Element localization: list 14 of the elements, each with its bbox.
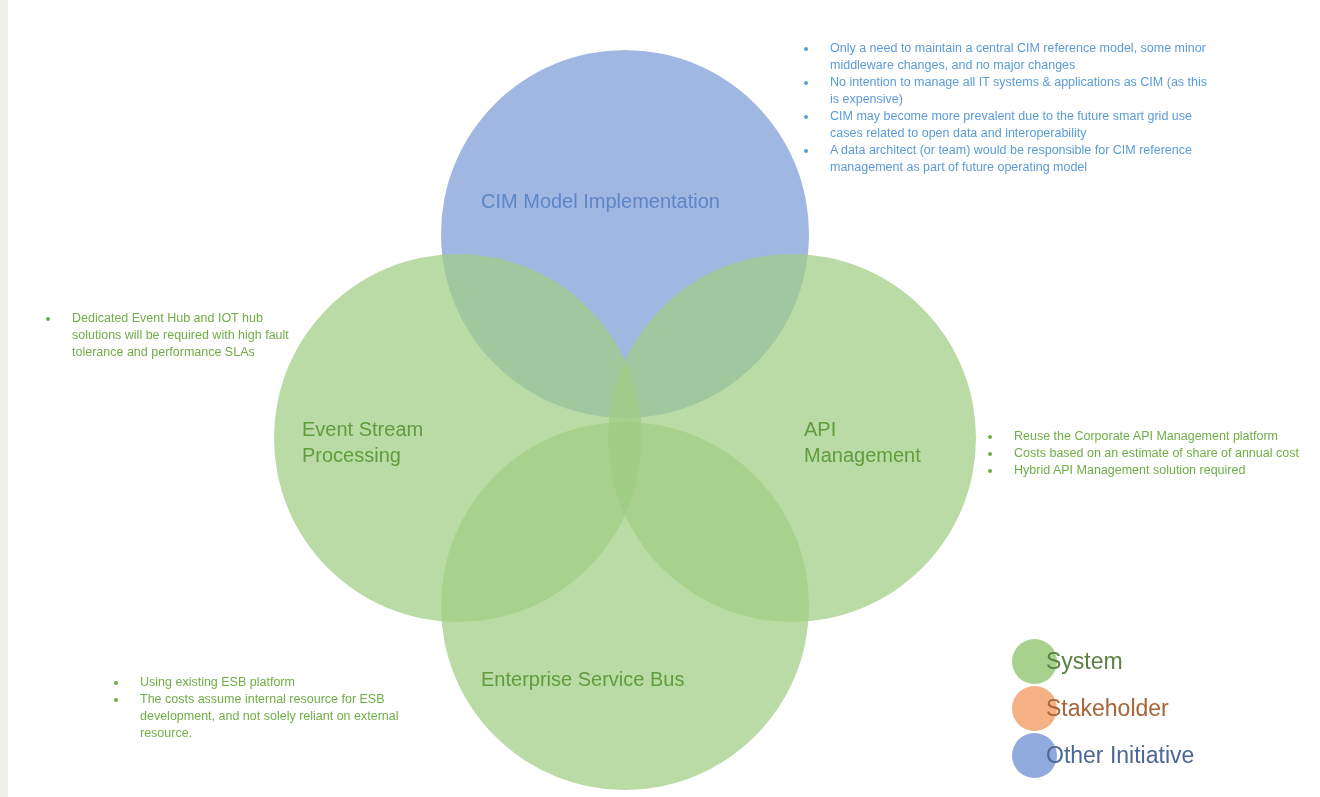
note-text: Hybrid API Management solution required [1014,462,1247,479]
note-text: Using existing ESB platform [140,674,296,691]
circle-label: Enterprise Service Bus [481,667,686,692]
note-text: No intention to manage all IT systems & applications as CIM (as this is expensive) [830,74,1209,108]
note-text: Reuse the Corporate API Management platform [1014,428,1280,445]
circle-label: API Management [804,417,922,468]
circle-label: CIM Model Implementation [481,189,721,214]
circle-label: Event Stream Processing [302,417,425,468]
note-text: Dedicated Event Hub and IOT hub solutions will be required with high fault tolerance and performance SLAs [72,310,290,361]
note-text: Only a need to maintain a central CIM reference model, some minor middleware changes, and no major changes [830,40,1207,74]
note-text: The costs assume internal resource for ESB development, and not solely reliant on external resource. [140,691,400,742]
note-text: A data architect (or team) would be responsible for CIM reference management as part of future operating model [830,142,1193,176]
note-text: Costs based on an estimate of share of annual cost [1014,445,1300,462]
note-text: CIM may become more prevalent due to the future smart grid use cases related to open data and interoperability [830,108,1193,142]
